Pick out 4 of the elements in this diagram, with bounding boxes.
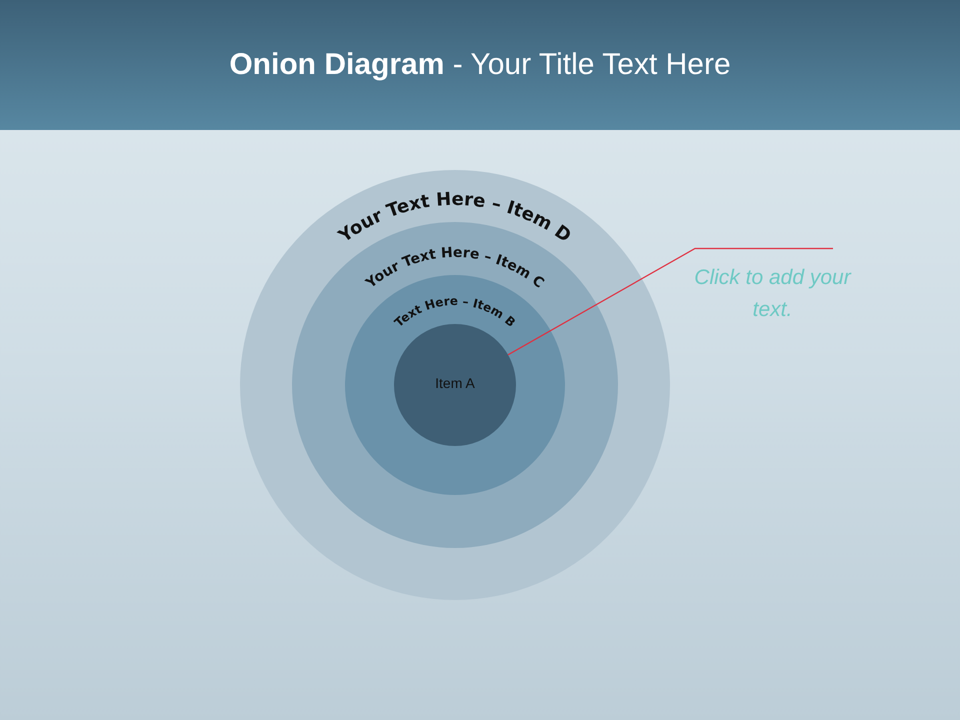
item-label: Item A <box>434 375 476 391</box>
slide-title: Onion Diagram - Your Title Text Here <box>228 48 732 82</box>
callout-text: Click to add your text. <box>690 248 855 326</box>
leader-line <box>508 248 833 356</box>
